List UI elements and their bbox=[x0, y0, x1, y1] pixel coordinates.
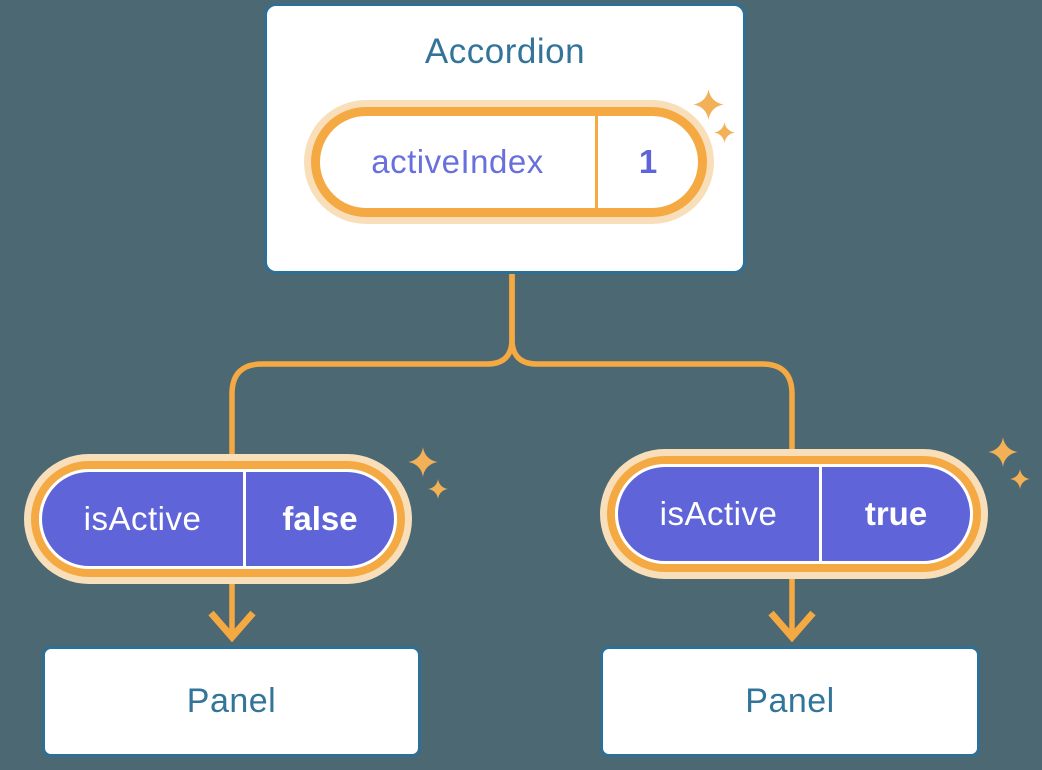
is-active-pill-right-body: isActive true bbox=[615, 464, 973, 564]
panel-title: Panel bbox=[186, 682, 277, 720]
connector-right-branch bbox=[509, 268, 795, 632]
panel-card-right: Panel bbox=[600, 646, 980, 757]
sparkle-icon-small bbox=[1010, 469, 1030, 489]
prop-value-label: true bbox=[819, 467, 970, 561]
connector-lines bbox=[229, 268, 795, 632]
arrow-down-icon bbox=[208, 610, 256, 643]
connector-left-branch bbox=[229, 268, 515, 632]
state-name-label: activeIndex bbox=[371, 143, 544, 180]
panel-card-left: Panel bbox=[42, 646, 421, 757]
sparkle-icon-large bbox=[693, 89, 724, 120]
sparkle-icon-small bbox=[714, 122, 735, 143]
prop-value-label: false bbox=[243, 472, 394, 566]
active-index-pill: activeIndex 1 bbox=[311, 107, 707, 217]
is-active-pill-right: isActive true bbox=[607, 456, 981, 572]
is-active-pill-left: isActive false bbox=[31, 461, 405, 577]
arrow-heads bbox=[208, 610, 816, 643]
prop-name-label: isActive bbox=[83, 500, 202, 537]
is-active-pill-left-body: isActive false bbox=[39, 469, 397, 569]
sparkle-icon-large bbox=[408, 447, 438, 477]
panel-title: Panel bbox=[745, 682, 835, 720]
sparkle-icon-large bbox=[988, 437, 1018, 467]
sparkle-icon-small bbox=[428, 479, 448, 499]
arrow-down-icon bbox=[768, 610, 816, 643]
accordion-card: Accordion activeIndex 1 bbox=[264, 3, 746, 274]
prop-name-label: isActive bbox=[659, 495, 778, 532]
state-value-label: 1 bbox=[595, 116, 698, 208]
accordion-title: Accordion bbox=[424, 32, 586, 71]
